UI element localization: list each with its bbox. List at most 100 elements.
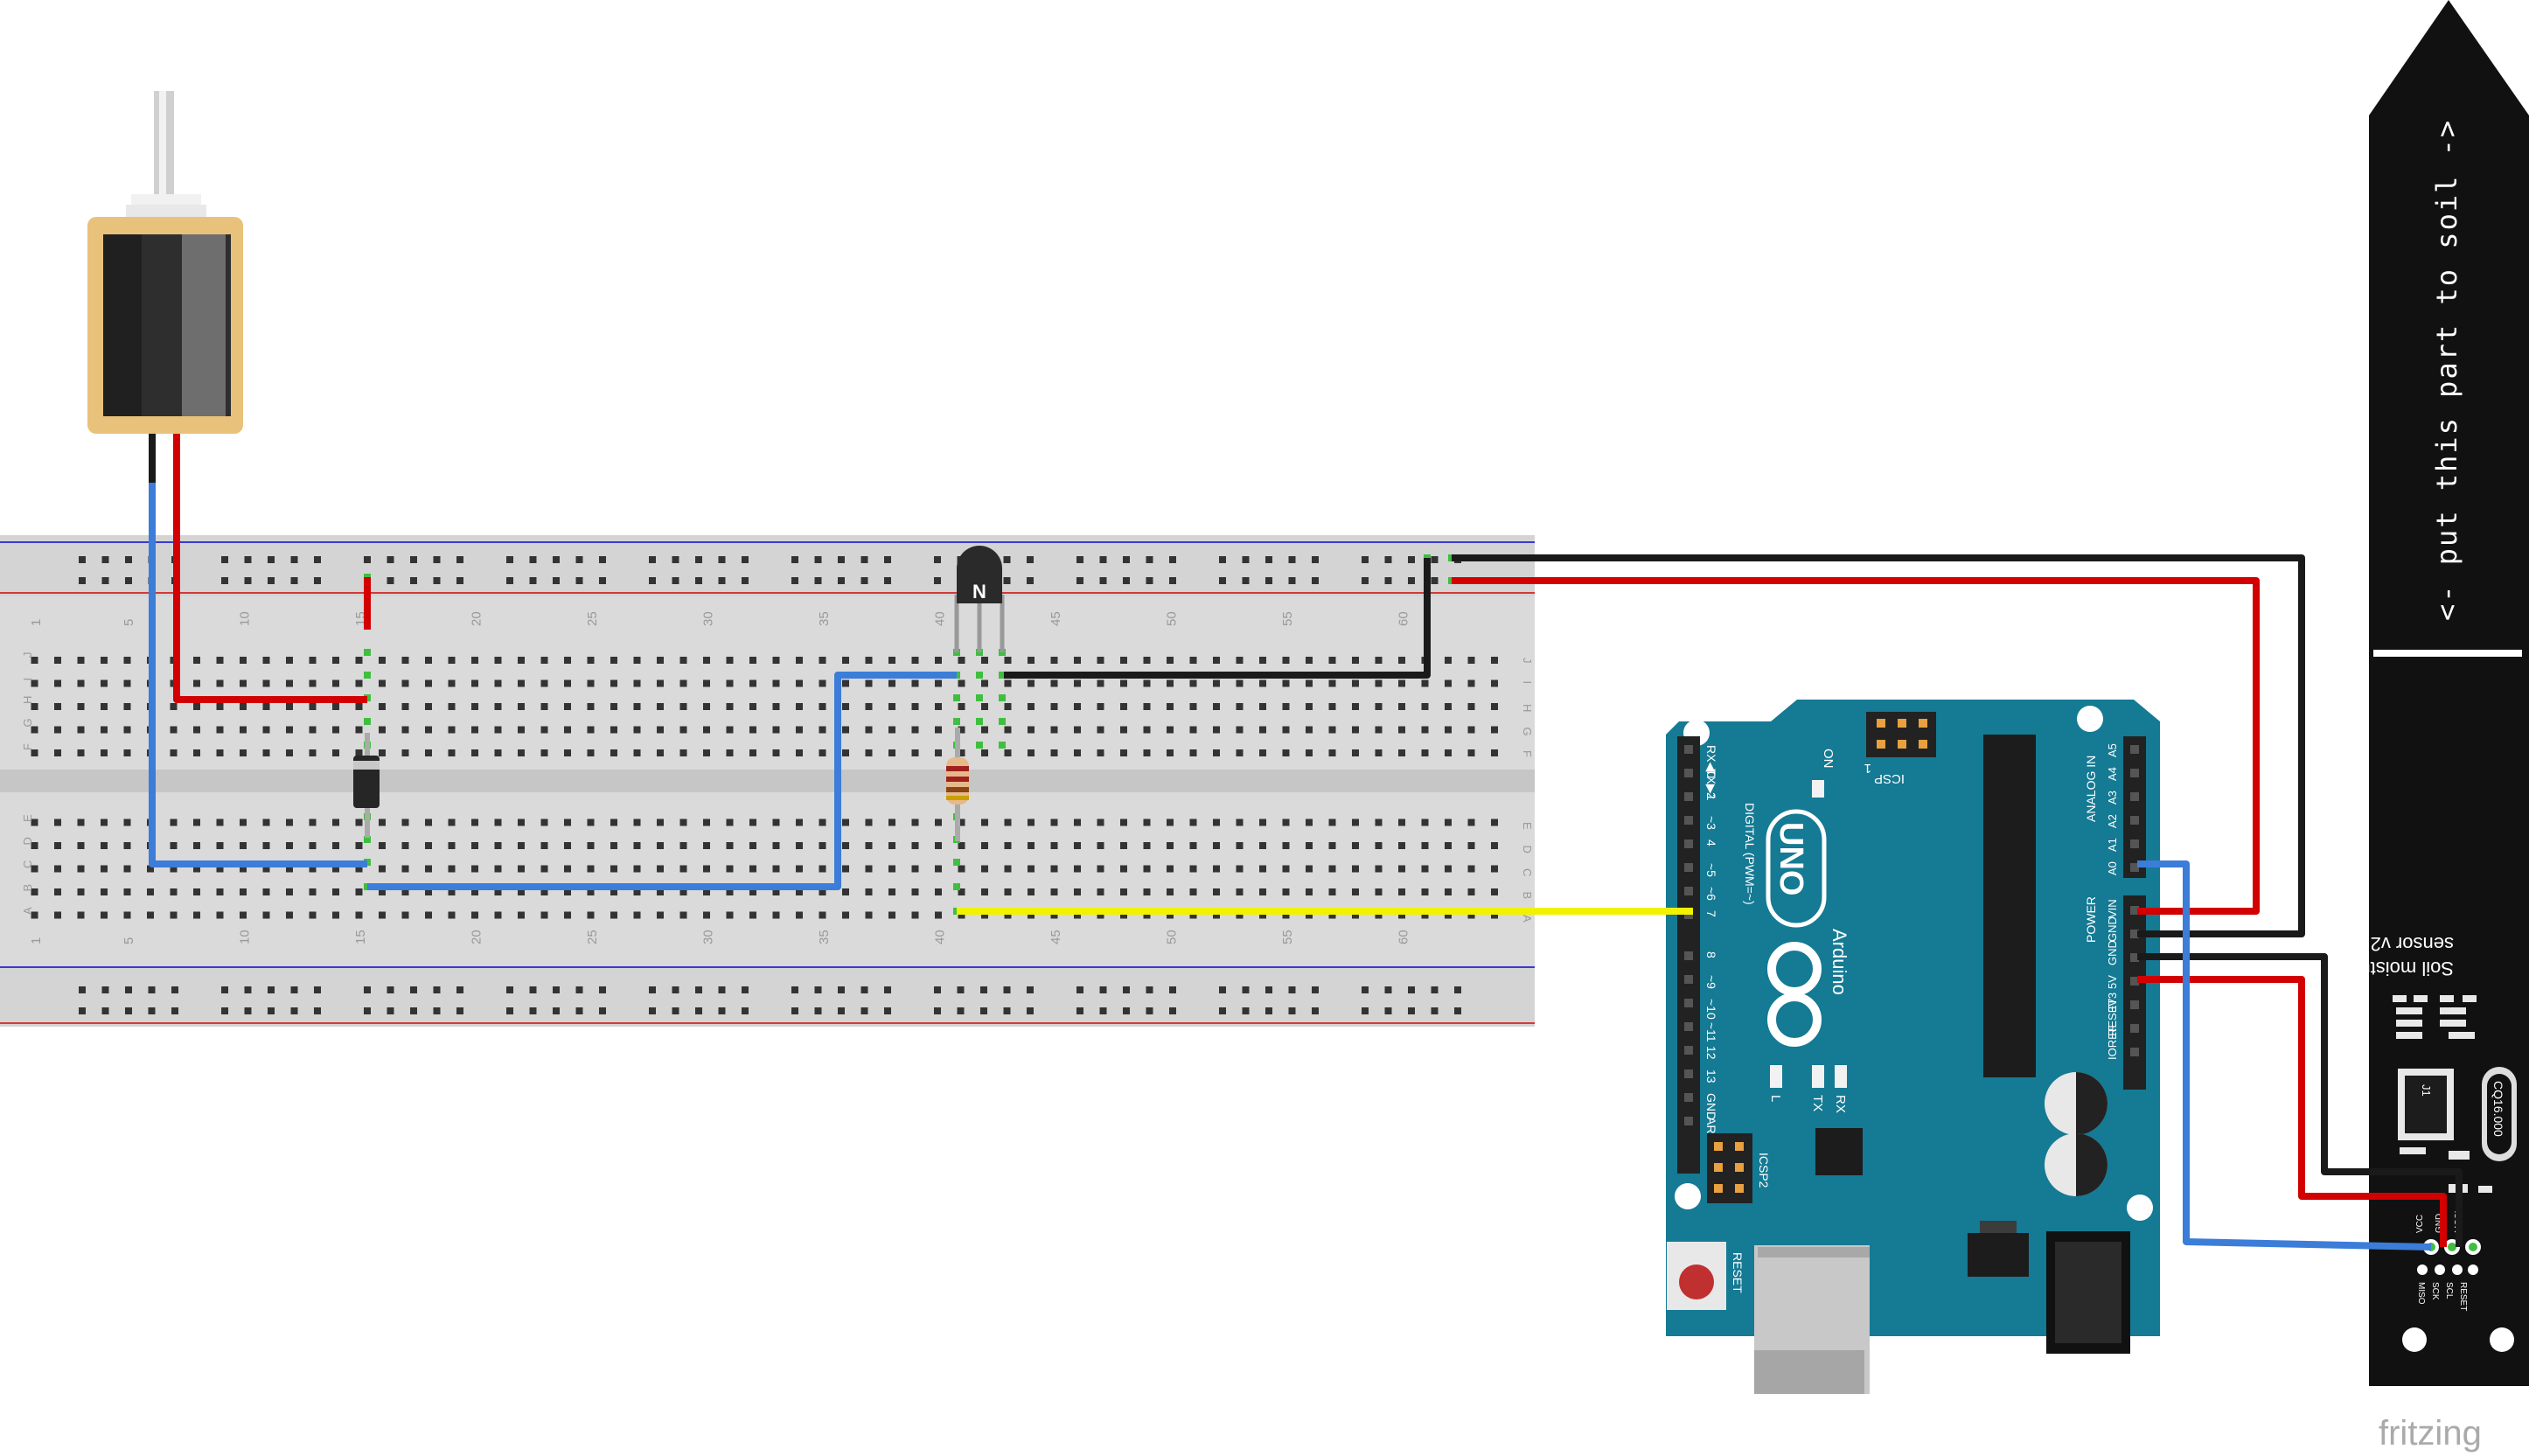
digital-pin-label: ~5 — [1704, 863, 1718, 877]
column-number: 55 — [1280, 930, 1295, 944]
soil-moisture-sensor[interactable]: <- put this part to soil -> Soil moistur… — [2338, 0, 2529, 1386]
column-number: 40 — [933, 611, 948, 626]
fritzing-logo: fritzing — [2379, 1414, 2482, 1453]
wire-red-sensor-vcc[interactable] — [2137, 976, 2447, 1247]
row-letter: B — [1521, 892, 1534, 900]
column-number: 25 — [585, 611, 600, 626]
column-number: 10 — [238, 611, 253, 626]
column-number: 50 — [1165, 611, 1180, 626]
sensor-pad-label: GND — [2435, 1214, 2444, 1233]
column-number: 30 — [701, 611, 716, 626]
row-letter: C — [21, 860, 34, 868]
row-letter: D — [1521, 846, 1534, 853]
digital-pin-label: ~6 — [1704, 887, 1718, 901]
row-letter: G — [21, 718, 34, 727]
digital-pin-label: ~10 — [1704, 999, 1718, 1020]
breadboard-center-channel — [0, 770, 1535, 792]
power-pin-label: IOREF — [2106, 1025, 2119, 1060]
sensor-pad-label: MISO — [2416, 1282, 2426, 1305]
analog-pin-label: A4 — [2106, 767, 2119, 781]
npn-transistor[interactable]: N — [954, 546, 1005, 652]
icsp2-header — [1707, 1133, 1752, 1203]
icsp-label: ICSP — [1874, 771, 1905, 786]
icsp2-label: ICSP2 — [1757, 1153, 1771, 1188]
row-letter: B — [21, 884, 34, 892]
column-number: 35 — [817, 930, 832, 944]
sensor-title-line1: Soil moisture — [2343, 958, 2454, 979]
wires — [149, 434, 2463, 1250]
solenoid[interactable] — [87, 91, 243, 434]
digital-pin-label: ~11 — [1704, 1022, 1718, 1042]
column-number: 1 — [29, 619, 44, 626]
analog-section-label: ANALOG IN — [2084, 756, 2098, 822]
analog-pin-label: A3 — [2106, 791, 2119, 805]
icsp-header — [1866, 712, 1936, 757]
power-pin-label: 5V — [2106, 975, 2119, 989]
digital-pin-label: ~9 — [1704, 975, 1718, 989]
wire-blue-sensor-a0[interactable] — [2137, 860, 2432, 1250]
arduino-logo: UNO Arduino DIGITAL (PWM=~) — [1743, 803, 1850, 1047]
power-pin-label: VIN — [2106, 899, 2119, 918]
column-number: 30 — [701, 930, 716, 944]
digital-section-label: DIGITAL (PWM=~) — [1743, 803, 1757, 905]
column-number: 55 — [1280, 611, 1295, 626]
breadboard-top-rail — [0, 535, 1535, 596]
wire-black-emitter[interactable] — [1004, 558, 1431, 679]
column-number: 10 — [238, 930, 253, 944]
digital-pin-label: 8 — [1704, 951, 1718, 958]
column-number: 35 — [817, 611, 832, 626]
column-number: 20 — [470, 930, 484, 944]
row-letter: D — [21, 837, 34, 845]
resistor[interactable] — [946, 728, 969, 841]
right-header-pins — [2130, 745, 2139, 1056]
led-tx-label: TX — [1810, 1095, 1825, 1111]
sensor-chip-label: J1 — [2420, 1084, 2433, 1097]
led-tx — [1812, 1065, 1824, 1088]
uno-label: UNO — [1773, 822, 1809, 895]
arduino-uno-board[interactable]: ICSP 1 ON UNO Arduino DIGITAL (PWM=~) RX… — [1666, 700, 2160, 1394]
row-letter: J — [21, 652, 34, 658]
wire-solenoid-red[interactable] — [173, 434, 367, 703]
led-rx-label: RX — [1833, 1095, 1848, 1113]
on-led — [1812, 780, 1824, 798]
wire-black-gnd-rail[interactable] — [1452, 554, 2305, 937]
breadboard-bottom-rail — [0, 965, 1535, 1027]
sensor-instruction: <- put this part to soil -> — [2430, 119, 2463, 621]
transistor-label: N — [972, 581, 986, 603]
sensor-pad-label: SCL — [2444, 1282, 2454, 1299]
row-letter: G — [1521, 728, 1534, 736]
row-letter: C — [1521, 868, 1534, 876]
row-letter: H — [21, 696, 34, 704]
wire-black-sensor-gnd[interactable] — [2137, 953, 2463, 1247]
arduino-pcb — [1666, 700, 2160, 1336]
sensor-pad-label: SCK — [2430, 1282, 2440, 1300]
sensor-title-line2: sensor v2.7.3 — [2338, 933, 2454, 955]
analog-pin-label: A0 — [2106, 861, 2119, 875]
column-number: 20 — [470, 611, 484, 626]
sensor-pad-label: RESET — [2458, 1282, 2468, 1311]
power-pin-label: 3V3 — [2106, 993, 2119, 1013]
led-l — [1770, 1065, 1782, 1088]
analog-header — [2123, 736, 2146, 878]
digital-pin-label: 7 — [1704, 910, 1718, 917]
analog-pin-label: A1 — [2106, 838, 2119, 852]
power-pin-label: GND — [2106, 940, 2119, 965]
column-number: 45 — [1049, 611, 1063, 626]
led-l-label: L — [1768, 1095, 1783, 1102]
power-pin-label: GND — [2106, 916, 2119, 942]
wire-red-vin-rail[interactable] — [1452, 577, 2260, 915]
column-number: 60 — [1397, 930, 1411, 944]
breadboard: 1155101015152020252530303535404045455050… — [0, 479, 1535, 1027]
row-letter: J — [1521, 658, 1534, 664]
column-number: 5 — [122, 937, 136, 944]
digital-pin-label: 4 — [1704, 839, 1718, 846]
diode[interactable] — [353, 733, 380, 838]
column-numbers: 1155101015152020252530303535404045455050… — [29, 611, 1411, 944]
row-letter: H — [1521, 704, 1534, 712]
wire-solenoid-blue[interactable] — [149, 483, 367, 867]
digital-pin-label: GND — [1704, 1093, 1718, 1120]
digital-pin-label: 13 — [1704, 1069, 1718, 1083]
wire-blue-collector[interactable] — [367, 672, 957, 890]
voltage-regulator — [1968, 1233, 2029, 1277]
